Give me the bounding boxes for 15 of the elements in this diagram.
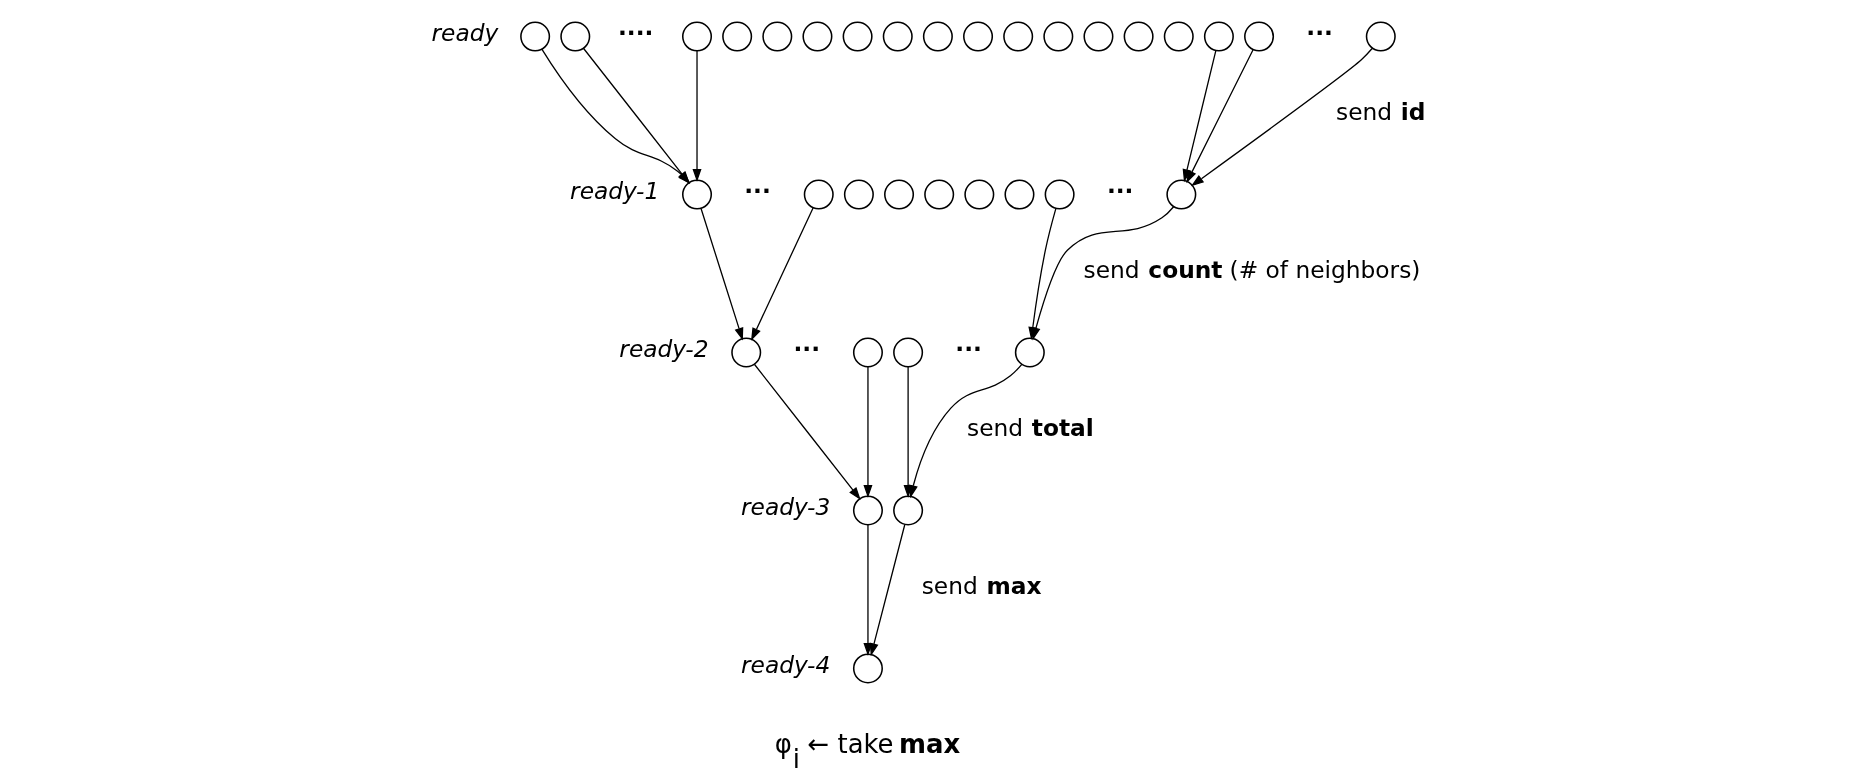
- label: ···: [1305, 18, 1333, 46]
- label: ····: [617, 18, 653, 46]
- label: ···: [1106, 176, 1133, 204]
- label: ···: [793, 334, 820, 362]
- label: ready-4: [740, 650, 830, 678]
- label: send max: [921, 571, 1041, 599]
- label: ···: [954, 334, 982, 362]
- label: send id: [1335, 97, 1426, 125]
- label: ready-1: [569, 176, 659, 204]
- label: send total: [966, 413, 1094, 441]
- label: ready: [431, 18, 498, 46]
- label: ready-2: [618, 334, 708, 362]
- label: ready-3: [740, 492, 830, 520]
- label: ···: [743, 176, 771, 204]
- label: send count (# of neighbors): [1083, 255, 1420, 283]
